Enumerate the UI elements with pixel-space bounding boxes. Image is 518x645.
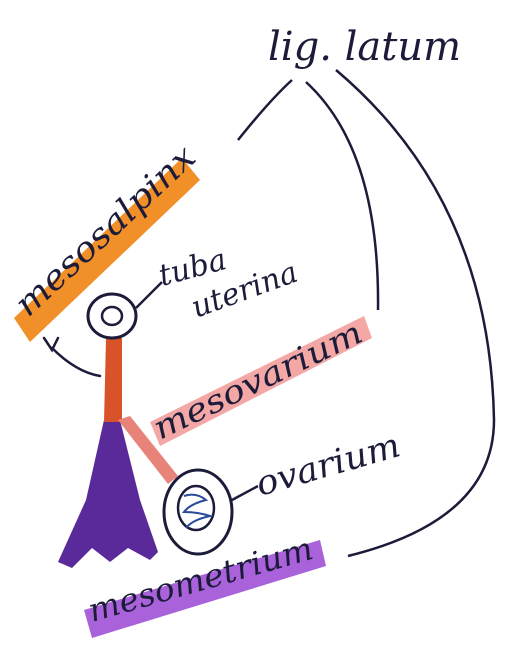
lig-curve-3 <box>336 70 494 556</box>
tube-outer-circle <box>88 294 136 338</box>
tube-inner-circle <box>102 307 122 325</box>
leader-tuba <box>136 282 162 308</box>
label-mesovarium: mesovarium <box>147 313 369 447</box>
lig-curve-2 <box>306 82 378 310</box>
leader-ovarium <box>232 486 258 500</box>
ovary-inner <box>178 486 214 530</box>
arrow-mesosalpinx <box>44 338 100 376</box>
label-lig-latum: lig. latum <box>268 24 461 70</box>
lig-curve-1 <box>238 80 292 140</box>
label-mesosalpinx: mesosalpinx <box>7 137 204 324</box>
label-ovarium: ovarium <box>251 425 404 504</box>
ovary-outer <box>164 470 232 554</box>
tube-stalk <box>104 338 122 422</box>
ovary-scribble <box>184 495 210 528</box>
